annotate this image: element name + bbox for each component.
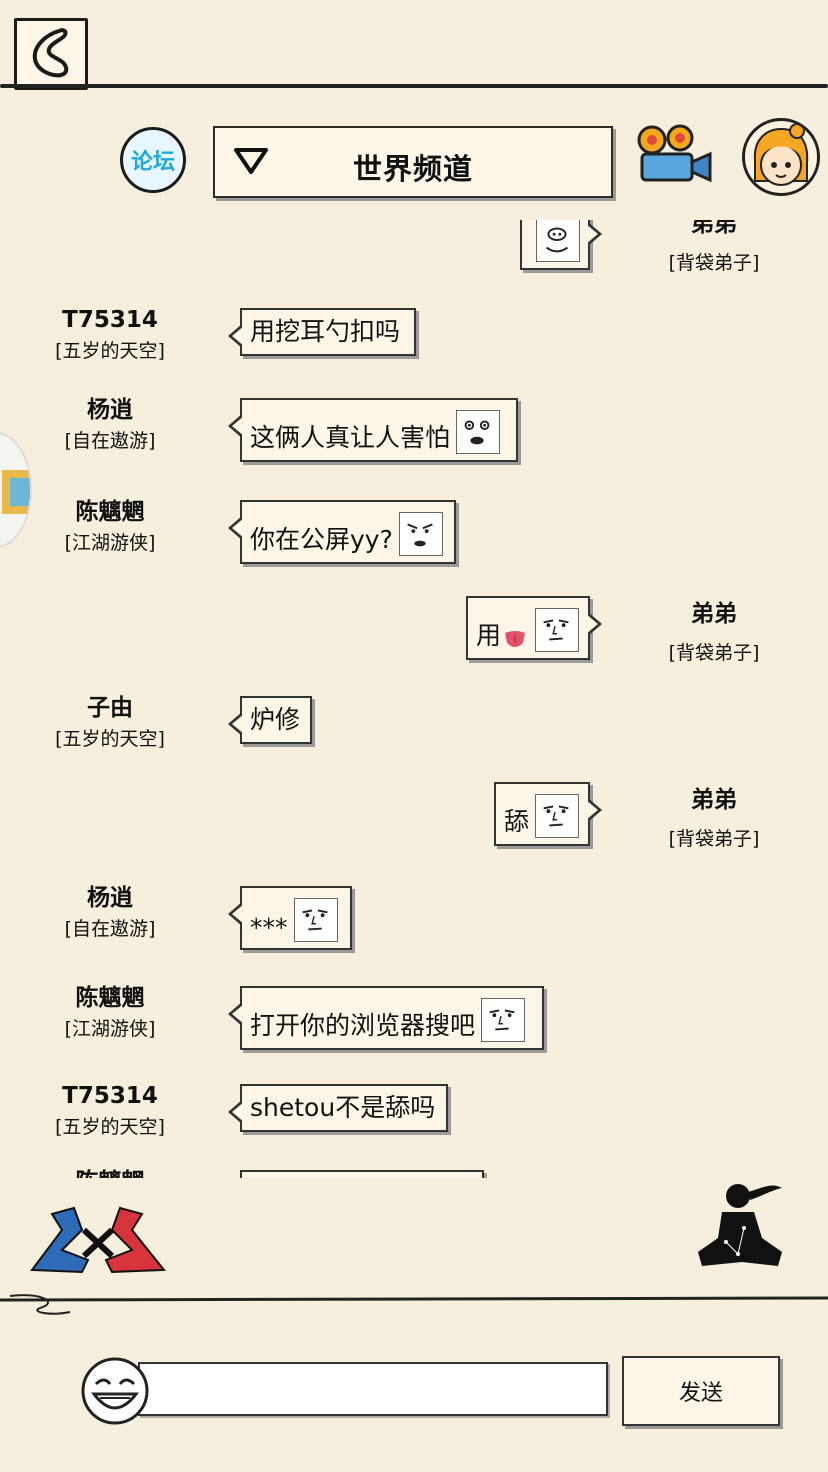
channel-title: 世界频道 (352, 152, 473, 186)
sender-name: 杨逍 (87, 885, 133, 911)
sender-info[interactable]: 杨逍 [自在遨游] (30, 396, 190, 454)
surprised-face-emoji (398, 512, 443, 556)
chat-message: 弟弟 [背袋弟子] (0, 220, 828, 296)
message-text: 用挖耳勺扣吗 (250, 317, 401, 346)
sender-info[interactable]: 陈魑魍 [江湖游侠] (30, 984, 190, 1042)
message-bubble[interactable]: 这俩人真让人害怕 (228, 398, 518, 462)
sender-title: [自在遨游] (64, 918, 156, 940)
message-text: 用 (476, 621, 502, 650)
chat-message: 杨逍 [自在遨游] 这俩人真让人害怕 (0, 396, 828, 486)
sender-name: 弟弟 (691, 601, 737, 627)
forum-label: 论坛 (130, 150, 175, 175)
chat-message: 陈魑魍 [江湖游侠] 你在公屏yy? (0, 498, 828, 588)
message-text: 打开你的浏览器搜吧 (250, 1011, 476, 1040)
message-bubble[interactable]: 打开你的浏览器搜吧 (228, 986, 544, 1050)
sender-title: [五岁的天空] (55, 1116, 165, 1138)
sender-info[interactable]: 弟弟 [背袋弟子] (634, 220, 794, 276)
pig-face-emoji (536, 220, 580, 262)
sender-name: T75314 (62, 307, 158, 333)
header-divider (0, 84, 828, 88)
message-bubble[interactable]: 用 (466, 596, 602, 660)
user-avatar[interactable] (742, 118, 820, 196)
smug-face-emoji (535, 608, 580, 652)
sender-name: 子由 (87, 695, 133, 721)
channel-selector[interactable]: 世界频道 (213, 126, 613, 198)
triangle-down-icon (234, 148, 268, 174)
forum-button[interactable]: 论坛 (120, 127, 186, 193)
sender-name: 弟弟 (691, 787, 737, 813)
girl-avatar-icon (753, 123, 809, 186)
message-text: 炉修 (250, 705, 301, 734)
chat-message: 子由 [五岁的天空] 炉修 (0, 694, 828, 784)
sender-title: [背袋弟子] (668, 642, 760, 664)
smug-face-emoji (481, 998, 526, 1042)
message-bubble[interactable]: 你在公屏yy? (228, 500, 456, 564)
message-text: shetou不是舔吗 (250, 1093, 436, 1122)
float-app-icon (2, 470, 30, 514)
sender-title: [背袋弟子] (668, 252, 760, 274)
sender-info[interactable]: T75314 [五岁的天空] (30, 1082, 190, 1140)
sender-title: [江湖游侠] (64, 532, 156, 554)
message-bubble[interactable]: 炉修 (228, 696, 312, 744)
sender-info[interactable]: 弟弟 [背袋弟子] (634, 786, 794, 852)
chat-message: 陈魑魍 [江湖游侠] 打开你的浏览器搜吧 (0, 984, 828, 1074)
message-bubble[interactable]: 舔 (494, 782, 602, 846)
sender-info[interactable]: 子由 [五岁的天空] (30, 694, 190, 752)
chat-message: T75314 [五岁的天空] shetou不是舔吗 (0, 1082, 828, 1172)
sender-name: 杨逍 (87, 397, 133, 423)
sender-title: [自在遨游] (64, 430, 156, 452)
sender-info[interactable]: 陈魑魍 [江湖游侠] (30, 498, 190, 556)
meditating-ninja-icon[interactable] (692, 1178, 788, 1276)
back-arrow-icon (32, 28, 69, 78)
scared-face-emoji (456, 410, 501, 454)
sender-name: 陈魑魍 (75, 985, 145, 1011)
pvp-versus-icon[interactable] (22, 1200, 174, 1280)
message-text: 这俩人真让人害怕 (250, 423, 451, 452)
sender-title: [江湖游侠] (64, 1018, 156, 1040)
sender-info[interactable]: 陈魑魍 (30, 1168, 190, 1178)
message-input[interactable] (138, 1362, 608, 1416)
video-camera-icon[interactable] (634, 124, 714, 188)
send-button[interactable]: 发送 (622, 1356, 780, 1426)
tongue-emoji (503, 628, 527, 650)
sender-title: [五岁的天空] (55, 728, 165, 750)
footer-divider (0, 1294, 828, 1315)
sender-info[interactable]: 弟弟 [背袋弟子] (634, 600, 794, 666)
chat-message: 陈魑魍 (0, 1168, 828, 1178)
send-label: 发送 (678, 1381, 723, 1406)
laughing-face-icon[interactable] (80, 1356, 150, 1426)
chat-message-list[interactable]: 弟弟 [背袋弟子] T75314 [五岁的天空] 用挖耳勺扣吗杨逍 [自在遨游] 这俩人真让… (0, 220, 828, 1178)
back-button[interactable] (14, 18, 88, 90)
sender-info[interactable]: 杨逍 [自在遨游] (30, 884, 190, 942)
sender-title: [背袋弟子] (668, 828, 760, 850)
sender-name: 陈魑魍 (75, 499, 145, 525)
message-bubble[interactable] (240, 1170, 484, 1178)
sender-title: [五岁的天空] (55, 340, 165, 362)
smug-face-emoji (535, 794, 580, 838)
message-text: 舔 (504, 807, 530, 836)
chat-message: T75314 [五岁的天空] 用挖耳勺扣吗 (0, 306, 828, 396)
sender-info[interactable]: T75314 [五岁的天空] (30, 306, 190, 364)
sender-name: 陈魑魍 (30, 1168, 190, 1178)
message-bubble[interactable] (520, 220, 602, 270)
message-bubble[interactable]: *** (228, 886, 352, 950)
message-bubble[interactable]: 用挖耳勺扣吗 (228, 308, 416, 356)
message-text: 你在公屏yy? (250, 525, 393, 554)
message-bubble[interactable]: shetou不是舔吗 (228, 1084, 448, 1132)
sender-name: T75314 (62, 1083, 158, 1109)
smug-face-emoji (293, 898, 338, 942)
chat-message: 杨逍 [自在遨游] *** (0, 884, 828, 974)
message-text: *** (250, 913, 288, 942)
chat-message: 弟弟 [背袋弟子] 用 (0, 596, 828, 686)
sender-name: 弟弟 (691, 220, 737, 237)
chat-message: 弟弟 [背袋弟子] 舔 (0, 782, 828, 872)
